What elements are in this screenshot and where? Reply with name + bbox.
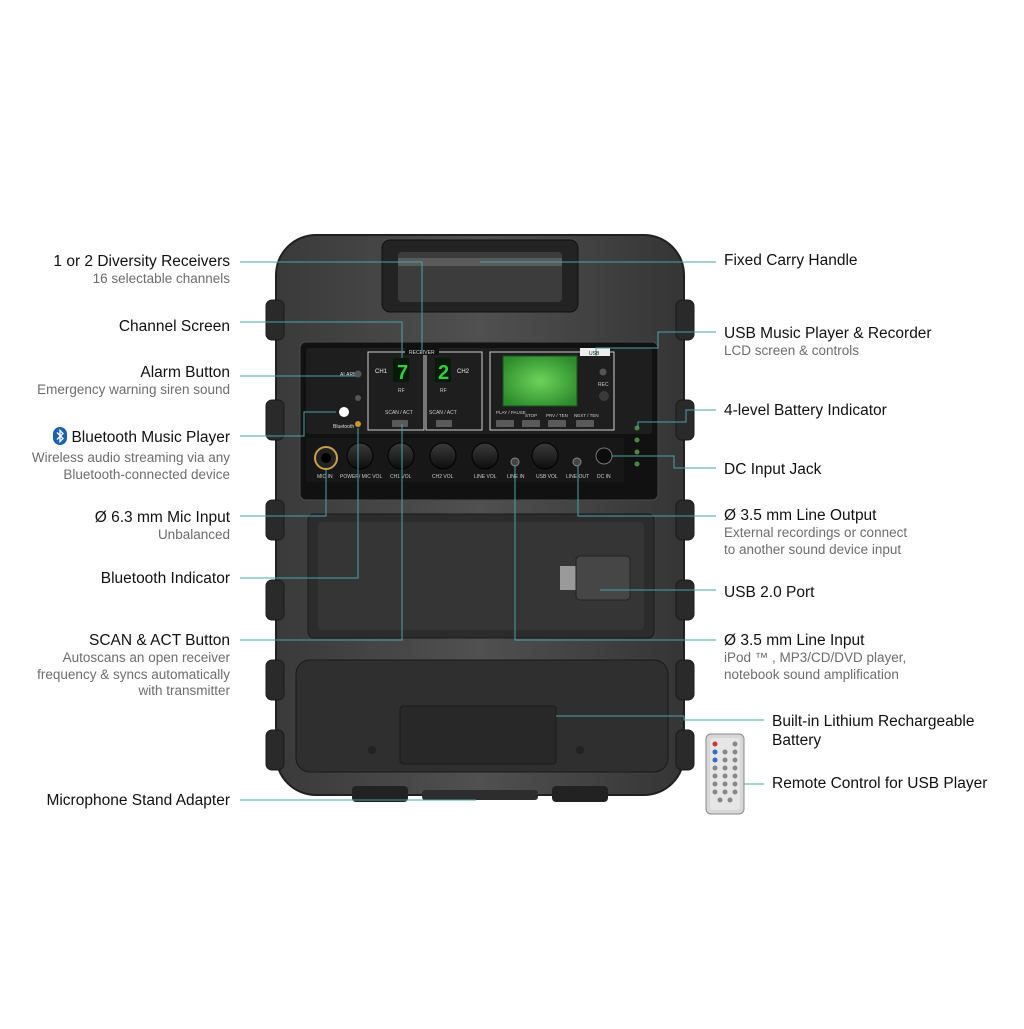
svg-text:PLAY / PAUSE: PLAY / PAUSE: [496, 410, 526, 415]
callout-bluetooth-indicator: Bluetooth Indicator: [100, 570, 230, 587]
callout-carry-handle: Fixed Carry Handle: [724, 252, 858, 269]
leader-battery-indicator: [637, 409, 716, 428]
leader-bluetooth-indicator: [240, 428, 359, 579]
leader-mic-input: [240, 470, 327, 517]
callout-mic-stand-adapter: Microphone Stand Adapter: [46, 792, 230, 809]
lcd-screen: [502, 355, 578, 407]
ch2-channel-display: 2: [438, 362, 449, 384]
svg-text:LINE IN: LINE IN: [507, 474, 525, 480]
callout-usb-port: USB 2.0 Port: [724, 584, 815, 601]
leader-line-input: [514, 466, 716, 641]
accessory-recess: [307, 513, 655, 639]
callout-mic-input: Ø 6.3 mm Mic Input Unbalanced: [94, 509, 230, 542]
svg-text:CH1 VOL: CH1 VOL: [390, 474, 412, 480]
usb-player-module: USB REC PLAY / PAUSE STOP PRV / TEN NEXT…: [489, 348, 615, 431]
callout-bluetooth-music-player: Bluetooth Music Player Wireless audio st…: [31, 427, 230, 482]
svg-text:Bluetooth: Bluetooth: [333, 424, 354, 430]
svg-text:NEXT / TEN: NEXT / TEN: [574, 413, 599, 418]
svg-text:MIC IN: MIC IN: [317, 474, 333, 480]
alarm-button-shape: ALARM: [340, 370, 362, 378]
leader-lines: [240, 261, 764, 801]
svg-text:RECEIVER: RECEIVER: [409, 350, 435, 356]
callout-lithium-battery: Built-in Lithium Rechargeable Battery: [772, 713, 975, 749]
callout-line-input: Ø 3.5 mm Line Input iPod ™ , MP3/CD/DVD …: [724, 632, 907, 682]
svg-text:CH2 VOL: CH2 VOL: [432, 474, 454, 480]
callout-battery-indicator: 4-level Battery Indicator: [724, 402, 887, 419]
callout-usb-player-recorder: USB Music Player & Recorder LCD screen &…: [724, 325, 932, 358]
svg-text:CH2: CH2: [457, 369, 470, 375]
bluetooth-button-shape: Bluetooth: [333, 395, 361, 430]
svg-text:ALARM: ALARM: [340, 372, 357, 378]
callout-channel-screen: Channel Screen: [118, 318, 230, 335]
leader-lithium-battery: [556, 715, 764, 721]
callout-dc-input-jack: DC Input Jack: [724, 461, 822, 478]
leader-channel-screen: [240, 321, 403, 358]
remote-control-illustration: [705, 733, 745, 815]
bluetooth-icon: [53, 427, 68, 450]
carry-handle: [381, 239, 579, 313]
knob-row: MIC IN POWER/ MIC VOL CH1 VOL CH2 VOL LI…: [306, 438, 624, 482]
svg-text:STOP: STOP: [525, 413, 537, 418]
svg-text:LINE VOL: LINE VOL: [474, 474, 497, 480]
leader-scan-act-button: [240, 424, 403, 641]
leader-usb-player: [595, 331, 716, 356]
callout-alarm-button: Alarm Button Emergency warning siren sou…: [37, 364, 230, 397]
leader-dc-input-jack: [612, 455, 716, 469]
callout-line-output: Ø 3.5 mm Line Output External recordings…: [724, 507, 908, 557]
svg-text:SCAN / ACT: SCAN / ACT: [385, 410, 413, 416]
svg-text:USB: USB: [589, 351, 600, 357]
ch1-channel-display: 7: [397, 362, 408, 384]
svg-text:DC IN: DC IN: [597, 474, 611, 480]
svg-text:REC: REC: [598, 382, 609, 388]
leader-bluetooth-music-player: [240, 411, 336, 437]
svg-text:RF: RF: [440, 388, 447, 394]
control-panel: ALARM Bluetooth RECEIVER CH1 CH2 7 2 RF …: [299, 341, 659, 501]
svg-text:RF: RF: [398, 388, 405, 394]
leader-diversity-receivers: [240, 261, 423, 352]
svg-text:SCAN / ACT: SCAN / ACT: [429, 410, 457, 416]
battery-leds: [634, 425, 640, 467]
callout-remote-control: Remote Control for USB Player: [772, 775, 988, 792]
svg-text:POWER/ MIC VOL: POWER/ MIC VOL: [340, 474, 382, 480]
battery-compartment: [295, 659, 669, 773]
callout-diversity-receivers: 1 or 2 Diversity Receivers 16 selectable…: [53, 253, 230, 286]
leader-line-output: [577, 466, 716, 517]
callout-scan-act-button: SCAN & ACT Button Autoscans an open rece…: [37, 632, 230, 698]
svg-text:USB VOL: USB VOL: [536, 474, 558, 480]
svg-text:PRV / TEN: PRV / TEN: [546, 413, 568, 418]
svg-text:CH1: CH1: [375, 369, 388, 375]
